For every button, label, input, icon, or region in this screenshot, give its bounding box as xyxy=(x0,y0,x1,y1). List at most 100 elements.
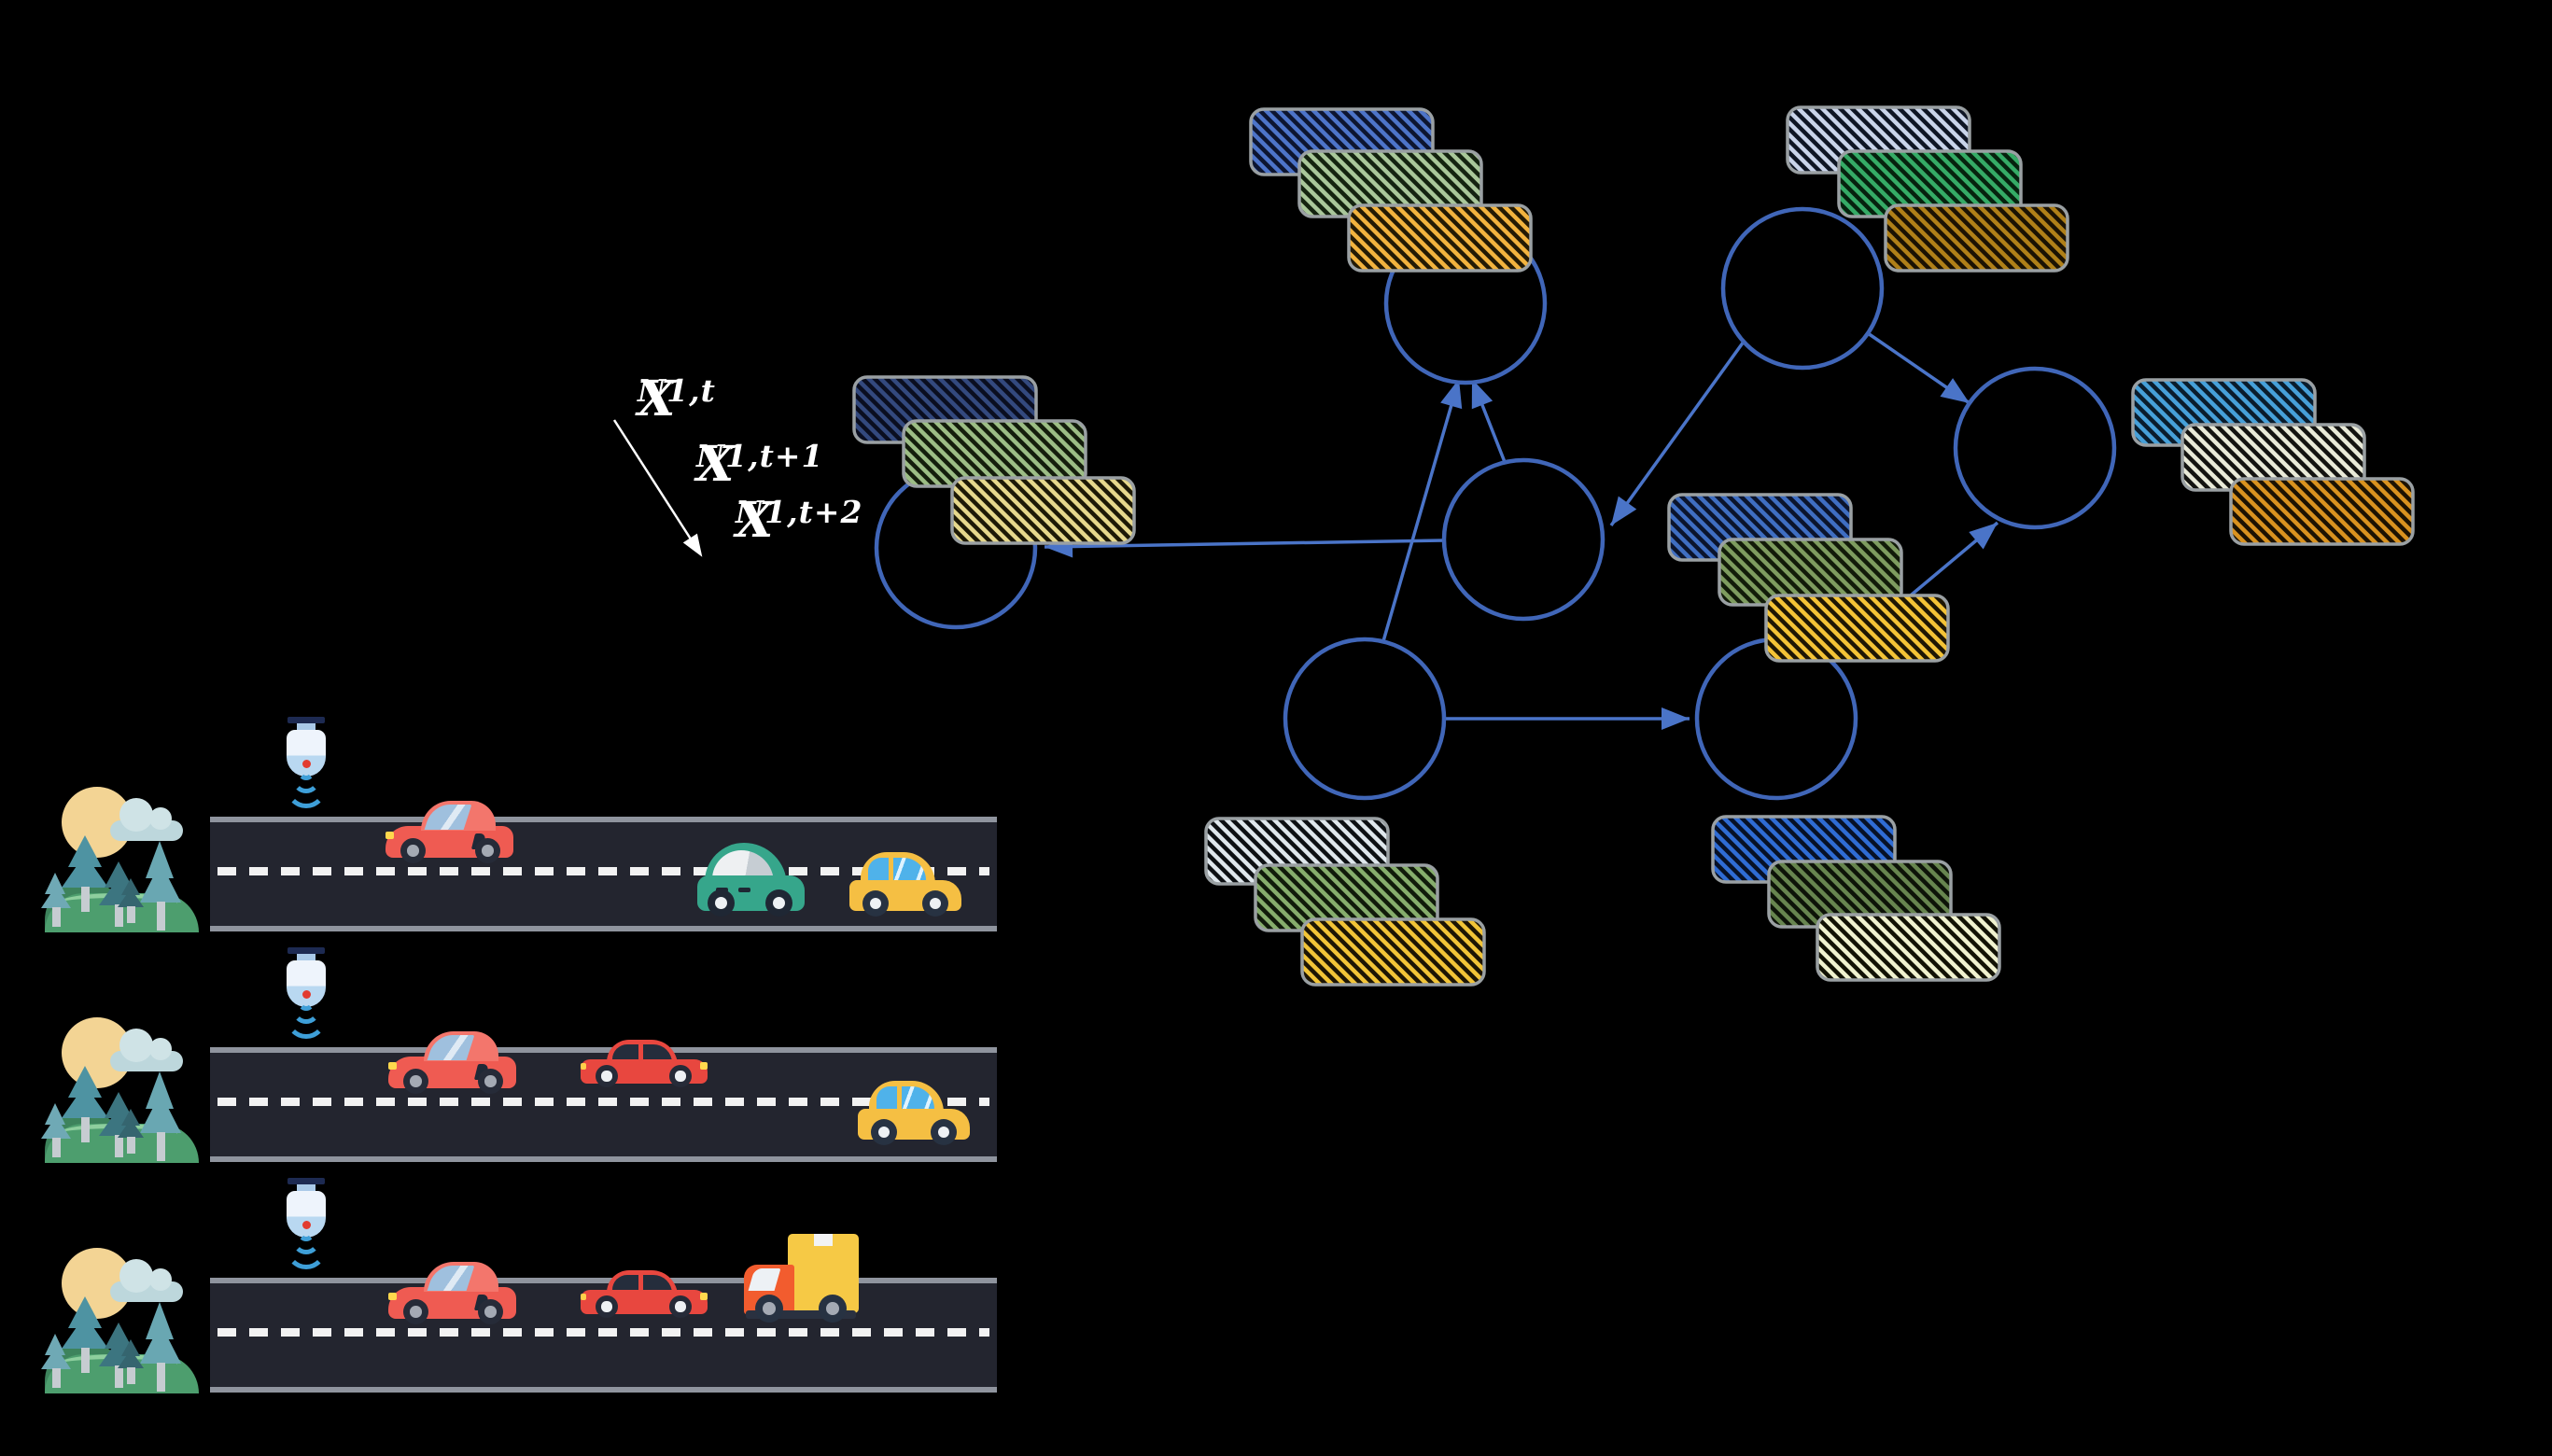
graph-node-center xyxy=(1441,457,1606,622)
chassis xyxy=(746,1310,856,1319)
pine-tree-icon xyxy=(140,841,181,931)
wheel xyxy=(403,1299,428,1324)
lane-divider-dashes xyxy=(217,1098,989,1106)
wheel xyxy=(596,1065,618,1087)
taxi xyxy=(849,852,961,917)
tree-trunk xyxy=(52,1138,61,1157)
arrowhead-center-to-top-middle xyxy=(1471,379,1493,410)
sensor-mount-bar xyxy=(287,717,325,723)
stack-bottom-right-card-2 xyxy=(1816,913,2001,982)
pine-bottom xyxy=(118,1349,144,1368)
cloud-icon xyxy=(110,798,196,843)
tree-trunk xyxy=(81,1116,90,1142)
wheel xyxy=(871,1119,897,1145)
pine-bottom xyxy=(140,1323,181,1365)
graph-node-right xyxy=(1953,366,2117,530)
tree-trunk xyxy=(52,907,61,927)
cloud-puff xyxy=(119,1259,153,1293)
tree-trunk xyxy=(157,901,165,931)
wheel xyxy=(475,838,500,863)
graph-node-bottom-left xyxy=(1283,637,1447,801)
roadside-sensor-icon xyxy=(285,1178,328,1281)
edge-bottom-left-to-top-middle xyxy=(1381,378,1461,642)
arrowhead-top-right-to-right xyxy=(1940,378,1970,403)
cloud-puff xyxy=(119,798,153,832)
signal-wave-icon xyxy=(286,998,327,1039)
window-pillar xyxy=(638,1044,643,1066)
road-strip xyxy=(210,1278,997,1393)
arrowhead-bottom-left-to-top-middle xyxy=(1440,379,1463,410)
pine-tree-icon xyxy=(62,835,108,912)
pine-bottom xyxy=(41,885,71,908)
signal-wave-icon xyxy=(286,1228,327,1269)
tree-trunk xyxy=(157,1131,165,1161)
wheel xyxy=(669,1295,692,1318)
pine-tree-icon xyxy=(140,1302,181,1392)
annotation-arrowhead xyxy=(682,533,703,557)
pine-tree-icon xyxy=(118,1339,144,1384)
sensor-mount-bar xyxy=(287,1178,325,1184)
sedan xyxy=(581,1040,708,1087)
wheel xyxy=(862,890,889,917)
taxi xyxy=(858,1081,970,1145)
wheel xyxy=(708,889,735,917)
pine-tree-icon xyxy=(41,1103,71,1157)
cloud-puff xyxy=(149,1038,172,1060)
headlight xyxy=(386,832,394,839)
cloud-puff xyxy=(149,807,172,830)
cloud-puff xyxy=(119,1029,153,1062)
sensor-neck xyxy=(297,723,315,730)
cloud-puff xyxy=(149,1268,172,1291)
edge-center-to-left xyxy=(1044,539,1445,549)
rear-window xyxy=(876,1086,897,1112)
taillight xyxy=(581,1063,586,1070)
cloud-icon xyxy=(110,1259,196,1304)
arrowhead-bottom-left-to-bottom-right xyxy=(1662,707,1690,730)
arrowhead-top-right-to-center xyxy=(1611,496,1637,525)
pine-tree-icon xyxy=(118,878,144,923)
roadside-sensor-icon xyxy=(285,717,328,819)
stack-right-card-2 xyxy=(2229,477,2415,546)
headlight xyxy=(388,1293,397,1300)
pine-tree-icon xyxy=(62,1066,108,1142)
pine-tree-icon xyxy=(140,1071,181,1161)
pine-bottom xyxy=(41,1115,71,1139)
lane-divider-dashes xyxy=(217,1328,989,1337)
wheel xyxy=(400,838,426,863)
annotation-arrow xyxy=(612,419,700,552)
taillight xyxy=(581,1294,586,1300)
headlight xyxy=(700,1293,708,1300)
tree-trunk xyxy=(81,886,90,912)
wheel xyxy=(922,890,948,917)
stack-left-card-2 xyxy=(950,476,1136,545)
tree-trunk xyxy=(157,1362,165,1392)
sports-car xyxy=(388,1029,516,1094)
scenery-icon xyxy=(41,1248,199,1393)
stack-top-middle-card-2 xyxy=(1347,203,1533,273)
headlight xyxy=(700,1062,708,1070)
wheel xyxy=(669,1065,692,1087)
sensor-mount-bar xyxy=(287,947,325,954)
pine-bottom xyxy=(41,1346,71,1369)
tree-trunk xyxy=(127,1137,135,1154)
pine-bottom xyxy=(140,1093,181,1134)
wheel xyxy=(755,1295,783,1323)
pine-tree-icon xyxy=(41,1334,71,1388)
sedan xyxy=(581,1270,708,1318)
roadside-sensor-icon xyxy=(285,947,328,1050)
wheel xyxy=(478,1069,503,1094)
window-pillar xyxy=(638,1275,643,1296)
box-tape xyxy=(814,1234,833,1246)
wheel xyxy=(478,1299,503,1324)
lane-divider-dashes xyxy=(217,867,989,875)
stack-bottom-left-card-2 xyxy=(1300,917,1486,987)
wheel xyxy=(765,889,792,917)
pine-tree-icon xyxy=(62,1296,108,1373)
sensor-neck xyxy=(297,954,315,960)
tree-trunk xyxy=(52,1368,61,1388)
tree-trunk xyxy=(115,1365,123,1388)
sensor-neck xyxy=(297,1184,315,1191)
truck xyxy=(744,1234,859,1323)
